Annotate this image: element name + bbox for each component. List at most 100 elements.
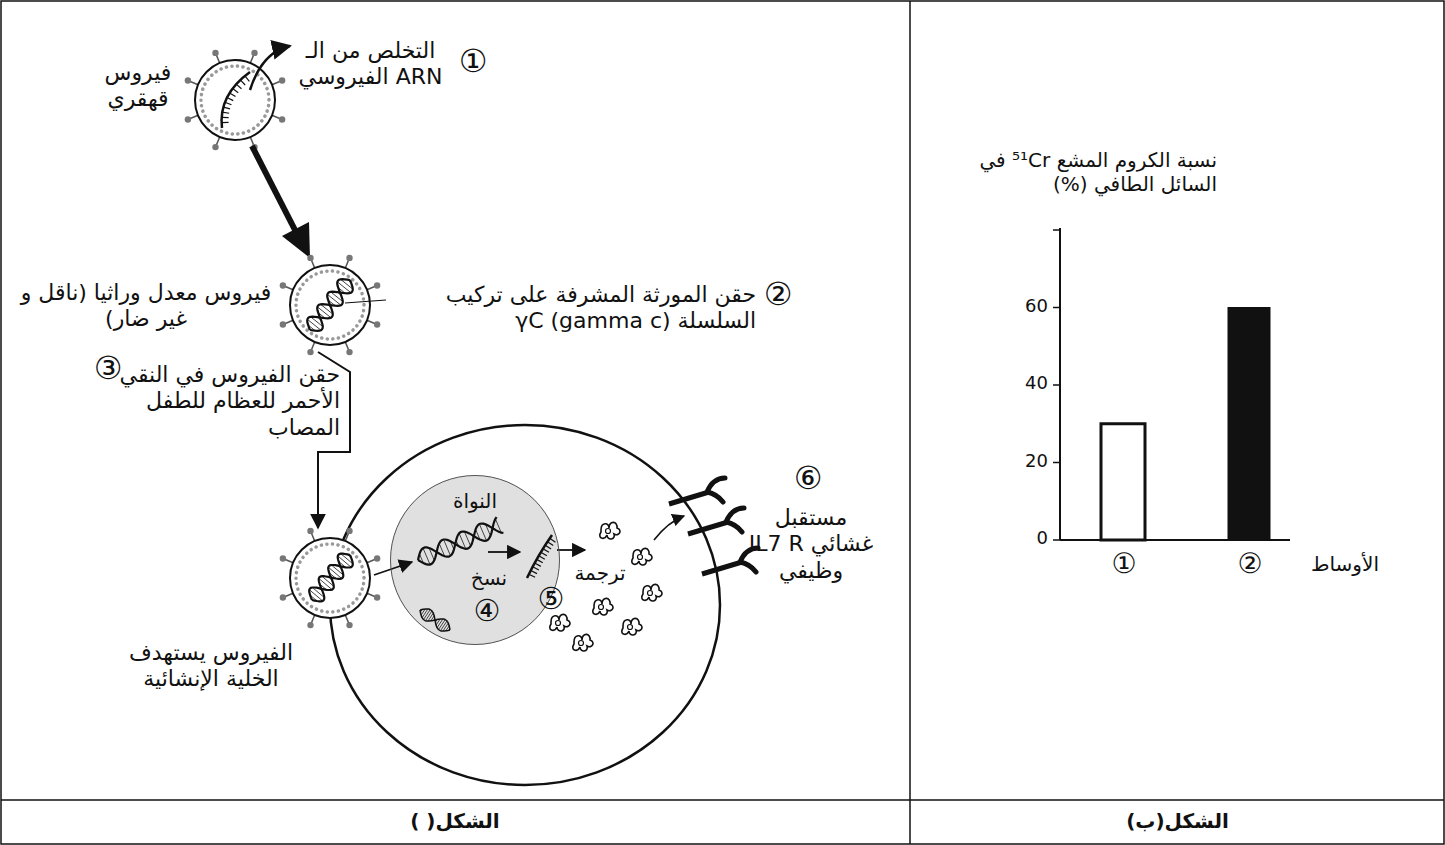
- table-divider: [909, 1, 911, 844]
- flow-arrow: [374, 562, 412, 575]
- virus-spike-tip: [279, 116, 285, 122]
- dna-strand: [420, 610, 450, 630]
- rna-base: [236, 84, 241, 89]
- step-label: حقن المورثة المشرفة على تركيب السلسلة γC…: [392, 282, 756, 335]
- rna-base: [245, 76, 249, 81]
- step-label: التخلص من الـ ARN الفيروسي: [288, 38, 453, 91]
- rna-base: [545, 545, 551, 549]
- stem-cell: [330, 425, 720, 785]
- dna-strand: [418, 517, 497, 560]
- protein: [550, 614, 570, 631]
- virus-spike-tip: [374, 282, 380, 288]
- figure-caption: الشكل( ): [0, 809, 910, 833]
- receptor-stalk: [702, 562, 742, 574]
- virus-spike-tip: [346, 349, 352, 355]
- helix-rung: [423, 548, 430, 564]
- rna-base: [225, 102, 232, 104]
- figure-caption: الشكل(ب): [910, 809, 1445, 833]
- virus-spike-tip: [280, 555, 286, 561]
- rna-base: [529, 574, 535, 577]
- callout-number: ⑤: [534, 584, 568, 614]
- axis-tick: [1053, 539, 1060, 541]
- rna-base: [539, 556, 545, 560]
- protein-loop: [556, 621, 561, 626]
- tick-label: 40: [1008, 374, 1048, 392]
- dna-strand: [418, 524, 503, 565]
- callout-number: ④: [470, 596, 504, 626]
- virus-spike-tip: [280, 282, 286, 288]
- protein: [573, 634, 593, 651]
- virus-spike-tip: [307, 349, 313, 355]
- callout-number: ⑥: [790, 462, 826, 494]
- helix-rung: [437, 619, 443, 628]
- virus-spike-tip: [307, 528, 313, 534]
- il7-receptor: [726, 508, 744, 532]
- step-arrow: [252, 146, 296, 232]
- rna-base: [233, 88, 239, 92]
- virus-spike-tip: [212, 144, 218, 150]
- leader-line: [345, 300, 386, 303]
- virus-spike-tip: [374, 555, 380, 561]
- virus-spike-tip: [374, 594, 380, 600]
- protein: [622, 618, 642, 635]
- tick-label: 60: [1008, 297, 1048, 315]
- rna-base: [222, 122, 229, 123]
- process-label: ترجمة: [568, 561, 632, 585]
- virus-envelope: [201, 66, 269, 134]
- protein: [600, 522, 620, 539]
- y-axis: [1059, 228, 1061, 540]
- table-divider: [1, 799, 1444, 801]
- rna-base: [531, 570, 537, 573]
- virus-spike-tip: [346, 255, 352, 261]
- virus-envelope: [296, 544, 364, 612]
- transport-arrow: [654, 516, 684, 540]
- rna-base: [230, 93, 236, 97]
- rna-base: [223, 107, 230, 109]
- dna-strand: [309, 555, 353, 600]
- virus-spike-tip: [212, 50, 218, 56]
- dna-strand: [307, 280, 353, 330]
- axis-title: الأوساط: [1300, 552, 1390, 576]
- category-label: ①: [1107, 550, 1141, 578]
- protein-loop: [648, 591, 653, 596]
- axis-title: نسبة الكروم المشع ⁵¹Cr في السائل الطافي …: [955, 148, 1217, 196]
- nucleus-fill: [390, 475, 560, 645]
- bar: [1228, 308, 1270, 541]
- il7-receptor: [707, 478, 725, 502]
- helix-rung: [479, 524, 486, 541]
- protein-loop: [606, 529, 611, 534]
- virus-spike-tip: [185, 77, 191, 83]
- node-text: النواة: [453, 490, 497, 512]
- translation-arrow: [557, 549, 585, 551]
- rna-base: [240, 80, 245, 85]
- virus-spike-tip: [374, 321, 380, 327]
- release-arrow: [250, 46, 290, 90]
- virus-spike-tip: [346, 622, 352, 628]
- protein: [642, 584, 662, 601]
- virus-envelope: [296, 271, 364, 339]
- step-arrow-head: [282, 222, 310, 258]
- rna-base: [222, 112, 229, 113]
- rna-base: [535, 563, 541, 566]
- callout-number: ②: [760, 278, 796, 310]
- virus-capsule: [195, 60, 275, 140]
- protein: [593, 598, 613, 615]
- protein-loop: [599, 605, 604, 610]
- axis-tick: [1053, 229, 1060, 231]
- rna-base: [550, 538, 556, 542]
- rna-base: [537, 559, 543, 562]
- virus-capsule: [290, 538, 370, 618]
- process-label: نسخ: [466, 566, 512, 590]
- tick-label: 0: [1008, 529, 1048, 547]
- part-label: فيروس قهقري: [98, 60, 178, 113]
- rna-base: [541, 552, 547, 556]
- virus-spike-tip: [307, 255, 313, 261]
- dna-strand: [420, 609, 450, 631]
- axis-tick: [1053, 307, 1060, 309]
- protein-loop: [628, 625, 633, 630]
- virus-spike-tip: [280, 594, 286, 600]
- virus-spike-tip: [185, 116, 191, 122]
- part-label: الفيروس يستهدف الخلية الإنشائية: [104, 640, 318, 693]
